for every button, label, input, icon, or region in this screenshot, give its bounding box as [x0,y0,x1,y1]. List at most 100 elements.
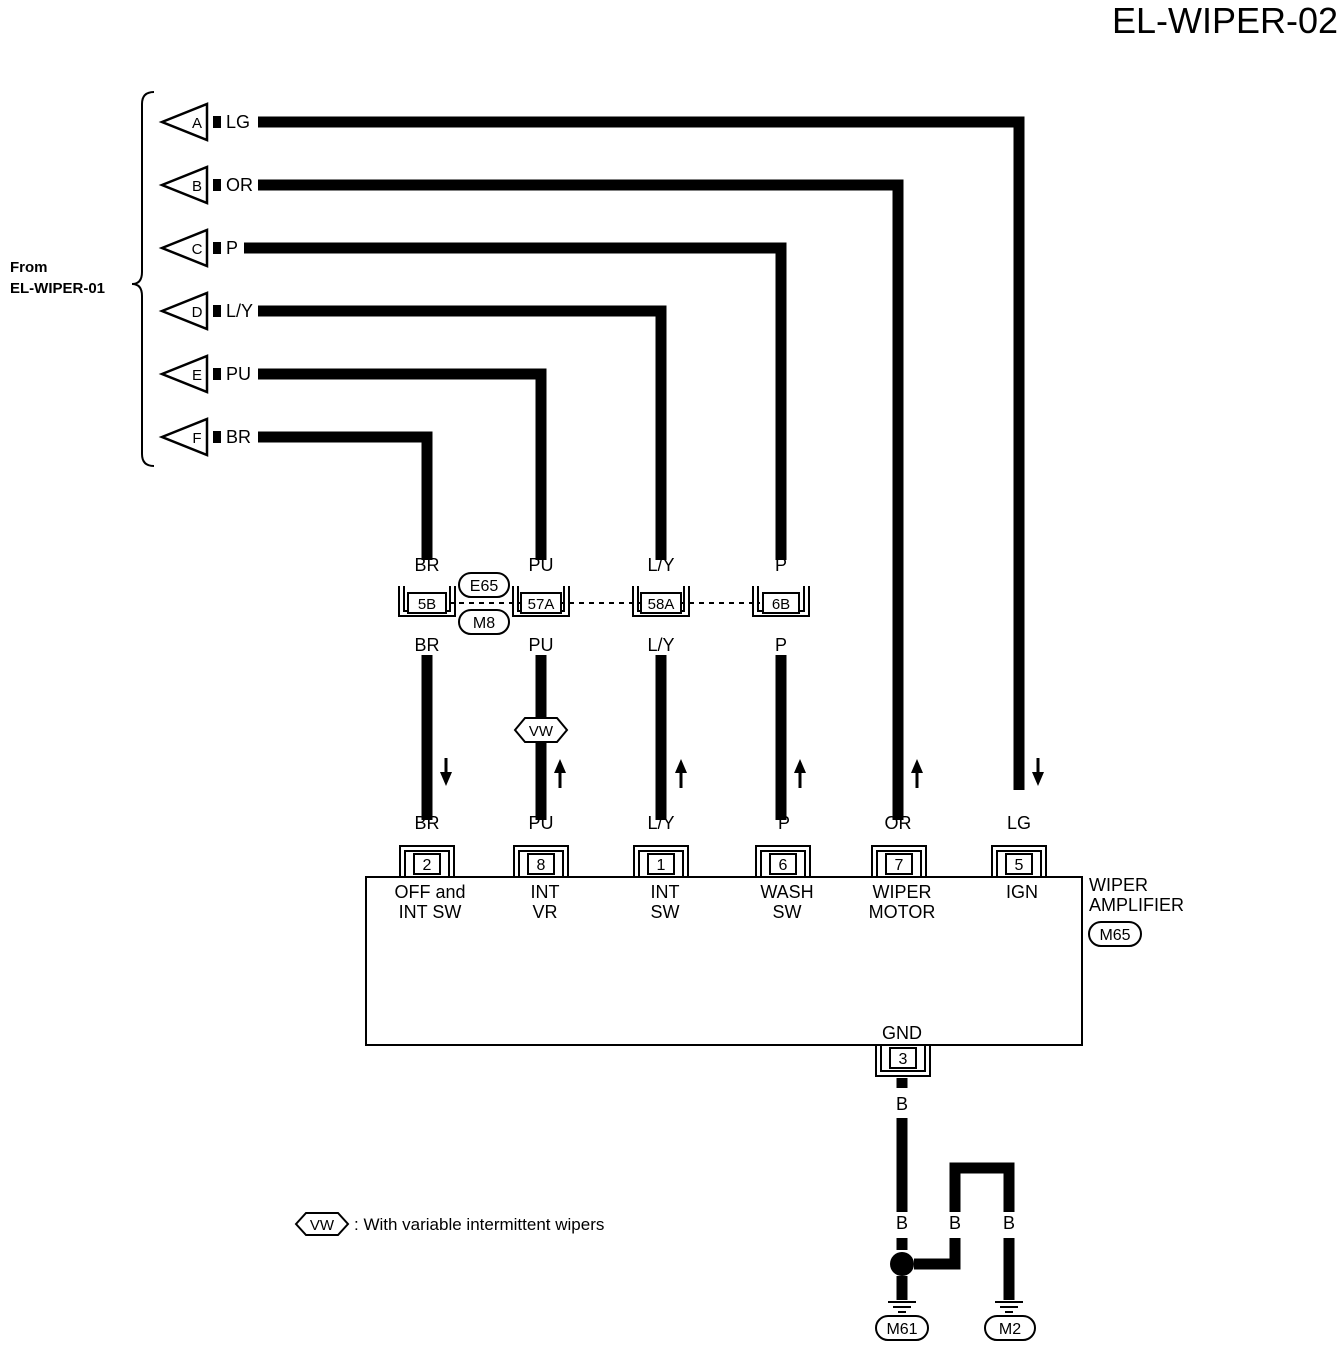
connector-a-letter: A [192,115,202,132]
from-source-label: EL-WIPER-01 [10,280,105,297]
amp-pin2-color: BR [414,813,439,833]
vw-tag-label: VW [529,723,554,740]
ground-splice [890,1252,914,1276]
wire-p [244,242,787,560]
amp-func-5-line1: IGN [1006,882,1038,902]
amp-pin-1-number: 1 [657,857,666,874]
legend-vw-text: : With variable intermittent wipers [354,1215,604,1234]
junction-5b-color-bottom: BR [414,635,439,655]
legend-vw-tag: VW [310,1217,335,1234]
wire-pu [258,368,547,560]
gnd-pin-3: 3 [875,1046,931,1077]
connector-b-color: OR [226,175,253,195]
amplifier-name-line1: WIPER [1089,875,1148,895]
ground-wire-color-right: B [1003,1213,1015,1233]
connector-c: C P [158,228,238,268]
amp-pin-6: 6 [755,845,811,876]
amp-func-2-line1: OFF and [394,882,465,902]
amp-func-1-line1: INT [651,882,680,902]
connector-e-color: PU [226,364,251,384]
amp-func-6-line1: WASH [760,882,813,902]
from-brace [131,91,155,467]
gnd-pin-number: 3 [899,1051,908,1068]
amplifier-connector-id: M65 [1088,921,1142,947]
wiper-amplifier-box [365,876,1083,1046]
amp-func-1-line2: SW [651,902,680,922]
ground-wire-splice-right [914,1238,961,1270]
junction-58a-pin: 58A [648,596,675,613]
amp-pin1-color: L/Y [647,813,674,833]
amp-pin8-color: PU [528,813,553,833]
amp-pin-8-number: 8 [537,857,546,874]
arrow-up-or [911,759,923,788]
amp-func-8-line2: VR [532,902,557,922]
junction-6b-color-top: P [775,555,787,575]
amplifier-name-line2: AMPLIFIER [1089,895,1184,915]
connector-e: E PU [158,354,251,394]
ground-m61-label: M61 [886,1321,917,1338]
connector-d-letter: D [192,304,203,321]
legend-vw: VW : With variable intermittent wipers [294,1212,604,1236]
connector-b-letter: B [192,178,202,195]
junction-pin-58a: L/Y 58A L/Y [632,555,690,655]
arrow-down-lg [1032,758,1044,786]
amp-func-7-line2: MOTOR [869,902,936,922]
connector-f: F BR [158,417,251,457]
ground-symbol-m61: M61 [875,1301,929,1341]
connector-c-color: P [226,238,238,258]
amp-pin-2-number: 2 [423,857,432,874]
amp-func-6-line2: SW [773,902,802,922]
connector-e-letter: E [192,367,202,384]
arrow-down-br [440,758,452,786]
junction-pin-5b: BR 5B BR [398,555,456,655]
ground-m2-label: M2 [999,1321,1021,1338]
wire-or [258,179,904,820]
junction-5b-color-top: BR [414,555,439,575]
junction-pin-6b: P 6B P [752,555,810,655]
junction-58a-color-bottom: L/Y [647,635,674,655]
amp-pin6-color: P [778,813,790,833]
connector-a-color: LG [226,112,250,132]
amp-func-2-line2: INT SW [399,902,462,922]
junction-id-bottom: M8 [473,615,495,632]
amp-pin-7-number: 7 [895,857,904,874]
wire-lg [258,116,1025,790]
amp-func-7-line1: WIPER [872,882,931,902]
gnd-label: GND [882,1023,922,1043]
from-label: From [10,259,48,276]
amp-pin5-color: LG [1007,813,1031,833]
amplifier-connector-label: M65 [1099,927,1130,944]
page-title: EL-WIPER-02 [1112,0,1338,41]
connector-a: A LG [158,102,250,142]
amp-func-8-line1: INT [531,882,560,902]
arrow-up-ly [675,759,687,788]
amp-pin-6-number: 6 [779,857,788,874]
junction-6b-color-bottom: P [775,635,787,655]
connector-d-color: L/Y [226,301,253,321]
connector-f-letter: F [192,430,201,447]
amp-pin-5-number: 5 [1015,857,1024,874]
junction-58a-color-top: L/Y [647,555,674,575]
junction-pin-57a: PU 57A PU [512,555,570,655]
connector-b: B OR [158,165,253,205]
amp-pin-5: 5 [991,845,1047,876]
connector-c-letter: C [192,241,203,258]
junction-id-top: E65 [470,578,499,595]
ground-wire-color-main: B [896,1094,908,1114]
junction-6b-pin: 6B [772,596,790,613]
amp-pin-7: 7 [871,845,927,876]
vw-tag: VW [513,717,569,743]
amp-pin-2: 2 [399,845,455,876]
ground-wire-bridge [949,1162,1015,1212]
ground-wire-color-left: B [896,1213,908,1233]
connector-d: D L/Y [158,291,253,331]
amp-pin-8: 8 [513,845,569,876]
junction-57a-pin: 57A [528,596,555,613]
ground-symbol-m2: M2 [984,1301,1036,1341]
junction-id-e65: E65 [458,572,510,598]
arrow-up-pu [554,759,566,788]
junction-57a-color-bottom: PU [528,635,553,655]
arrow-up-p [794,759,806,788]
junction-57a-color-top: PU [528,555,553,575]
